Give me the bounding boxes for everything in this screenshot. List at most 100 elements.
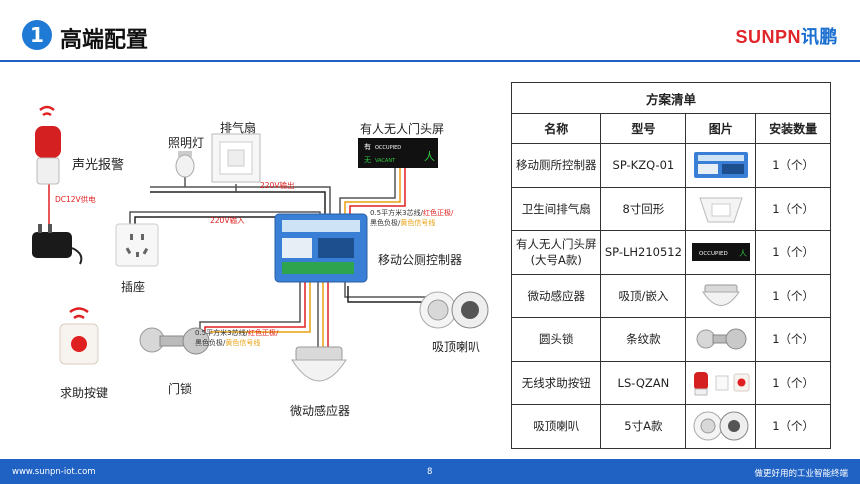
label-light: 照明灯 — [168, 136, 205, 150]
screen-vacant-cn: 无 — [364, 156, 371, 164]
door-lock-thumb-icon — [696, 328, 747, 350]
page-number: 8 — [427, 467, 433, 477]
wire-label-dc12v: DC12V供电 — [55, 195, 96, 204]
label-help-button: 求助按键 — [60, 386, 109, 400]
cell-name-line2: (大号A款) — [530, 253, 582, 268]
label-fan: 排气扇 — [220, 121, 257, 135]
wire-note-lock-yellow: 黄色信号线 — [225, 339, 261, 347]
table-row: 圆头锁 条纹款 1（个） — [510, 317, 831, 362]
alarm-light-icon — [35, 105, 61, 185]
wall-socket-icon — [115, 223, 159, 267]
wire-note-lock: 0.5平方米3芯线/红色正极/ 黑色负极/黄色信号线 — [195, 328, 278, 348]
cell-picture — [685, 273, 757, 318]
cell-name-line1: 有人无人门头屏 — [515, 237, 597, 252]
door-screen-icon: 有 OCCUPIED 无 VACANT 人 — [358, 138, 438, 168]
screen-occupied-cn: 有 — [364, 142, 371, 151]
page-title: 高端配置 — [60, 28, 149, 53]
table-row: 无线求助按钮 LS-QZAN 1（个） — [510, 360, 831, 405]
col-header-name: 名称 — [510, 113, 602, 144]
wire-note-screen-red: 红色正极/ — [422, 209, 454, 217]
footer-url[interactable]: www.sunpn-iot.com — [12, 467, 96, 477]
wire-lock-1 — [199, 282, 301, 332]
label-controller: 移动公厕控制器 — [378, 253, 463, 267]
screen-vacant-en: VACANT — [375, 158, 396, 164]
wire-speaker-1 — [344, 282, 440, 298]
cell-name: 吸顶喇叭 — [510, 404, 602, 449]
cell-qty: 1（个） — [755, 230, 831, 275]
footer-slogan: 做更好用的工业智能终端 — [754, 469, 848, 479]
screen-person-glyph: 人 — [424, 150, 435, 163]
thumb-screen-text: OCCUPIED — [699, 251, 728, 257]
wire-note-screen-black: 黑色负极/ — [370, 219, 401, 227]
ceiling-speaker-thumb-icon — [693, 411, 749, 441]
header: 1 高端配置 SUNPN讯鹏 — [0, 0, 860, 62]
exhaust-fan-icon — [211, 133, 261, 183]
cell-qty: 1（个） — [755, 360, 831, 405]
table-row: 卫生间排气扇 8寸回形 1（个） — [510, 186, 831, 231]
ceiling-speaker-icon — [419, 291, 489, 329]
cell-name: 有人无人门头屏 (大号A款) — [510, 230, 602, 275]
help-button-icon — [59, 307, 99, 365]
motion-sensor-thumb-icon — [701, 284, 740, 306]
wiring-diagram-svg: 有 OCCUPIED 无 VACANT 人 — [32, 105, 489, 382]
help-button-thumb-icon — [693, 371, 750, 396]
motion-sensor-icon — [291, 346, 347, 382]
table-title: 方案清单 — [511, 82, 831, 114]
wire-note-lock-prefix: 0.5平方米3芯线/ — [195, 329, 248, 337]
cell-name: 卫生间排气扇 — [510, 186, 602, 231]
wire-label-220v-in: 220V输入 — [210, 216, 245, 225]
label-door-lock: 门锁 — [168, 382, 193, 396]
thumb-screen-person: 人 — [739, 249, 747, 258]
wire-lock-3 — [210, 282, 311, 333]
exhaust-fan-thumb-icon — [699, 197, 743, 223]
cell-picture — [685, 143, 757, 188]
cell-qty: 1（个） — [755, 143, 831, 188]
section-number-badge: 1 — [22, 20, 52, 50]
cell-name: 圆头锁 — [510, 317, 602, 362]
label-door-screen: 有人无人门头屏 — [360, 122, 445, 136]
cell-picture — [685, 360, 757, 405]
table-header-row: 名称 型号 图片 安装数量 — [510, 113, 831, 144]
wire-note-screen: 0.5平方米3芯线/红色正极/ 黑色负极/黄色信号线 — [370, 208, 453, 228]
controller-board-icon — [274, 213, 368, 283]
brand-latin: SUNPN — [735, 27, 801, 47]
label-socket: 插座 — [121, 280, 146, 294]
power-adapter-icon — [32, 224, 83, 265]
cell-picture — [685, 404, 757, 449]
cell-name: 无线求助按钮 — [510, 360, 602, 405]
wire-220-out-2 — [150, 191, 326, 222]
plan-table: 方案清单 名称 型号 图片 安装数量 移动厕所控制器 SP-KZQ-01 1（个… — [510, 82, 831, 449]
brand-logo: SUNPN讯鹏 — [735, 23, 838, 49]
door-screen-thumb-icon: OCCUPIED 人 — [691, 243, 750, 262]
table-row: 有人无人门头屏 (大号A款) SP-LH210512 OCCUPIED 人 1（… — [510, 230, 831, 275]
wire-note-lock-red: 红色正极/ — [247, 329, 279, 337]
table-row: 移动厕所控制器 SP-KZQ-01 1（个） — [510, 143, 831, 188]
cell-name: 移动厕所控制器 — [510, 143, 602, 188]
brand-cn: 讯鹏 — [801, 27, 838, 47]
table-row: 微动感应器 吸顶/嵌入 1（个） — [510, 273, 831, 318]
wire-note-screen-yellow: 黄色信号线 — [400, 219, 436, 227]
cell-model: LS-QZAN — [600, 360, 687, 405]
wire-screen-2 — [344, 167, 401, 222]
label-alarm: 声光报警 — [72, 158, 125, 173]
cell-model: SP-KZQ-01 — [600, 143, 687, 188]
col-header-model: 型号 — [600, 113, 687, 144]
cell-name: 微动感应器 — [510, 273, 602, 318]
wire-220-out-1 — [150, 186, 331, 222]
plan-table-wrapper: 方案清单 名称 型号 图片 安装数量 移动厕所控制器 SP-KZQ-01 1（个… — [510, 82, 831, 449]
cell-qty: 1（个） — [755, 317, 831, 362]
label-ceiling-speaker: 吸顶喇叭 — [432, 340, 481, 354]
cell-model: SP-LH210512 — [600, 230, 687, 275]
table-row: 吸顶喇叭 5寸A款 1（个） — [510, 404, 831, 449]
col-header-qty: 安装数量 — [755, 113, 831, 144]
footer-bar: www.sunpn-iot.com 8 做更好用的工业智能终端 — [0, 459, 860, 484]
cell-qty: 1（个） — [755, 404, 831, 449]
wire-screen-1 — [339, 167, 396, 222]
wire-note-screen-prefix: 0.5平方米3芯线/ — [370, 209, 423, 217]
header-divider — [0, 60, 860, 62]
cell-model: 5寸A款 — [600, 404, 687, 449]
cell-qty: 1（个） — [755, 273, 831, 318]
cell-model: 条纹款 — [600, 317, 687, 362]
cell-model: 8寸回形 — [600, 186, 687, 231]
controller-board-thumb-icon — [693, 152, 748, 179]
